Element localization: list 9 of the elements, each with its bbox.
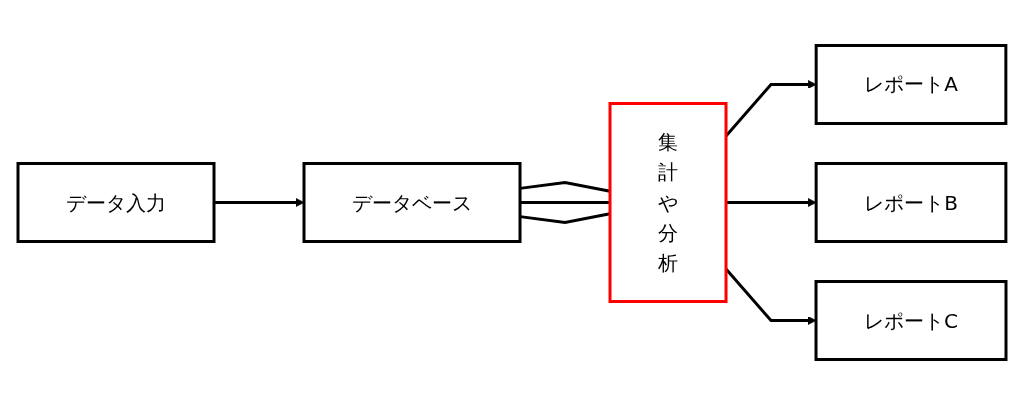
- node-box: レポートC: [814, 280, 1008, 361]
- connector: [520, 201, 610, 204]
- node-box: レポートB: [814, 162, 1008, 243]
- node-box: レポートA: [814, 44, 1008, 125]
- node-box: 集計や分析: [608, 102, 728, 303]
- arrow: [726, 198, 817, 207]
- arrow: [214, 198, 305, 207]
- node-box: データベース: [302, 162, 522, 243]
- node-box: データ入力: [16, 162, 216, 243]
